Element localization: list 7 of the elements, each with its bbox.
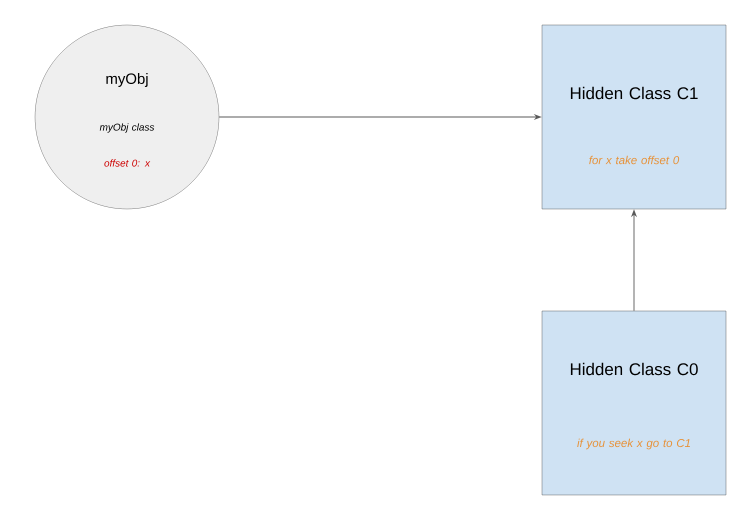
node-title: Hidden Class C0 — [570, 362, 698, 376]
node-title: Hidden Class C1 — [570, 86, 698, 100]
node-note: for x take offset 0 — [589, 156, 680, 164]
node-note: offset 0: x — [104, 159, 150, 167]
node-note: if you seek x go to C1 — [577, 438, 690, 450]
node-note: myObj class — [100, 123, 154, 133]
node-title: myObj — [106, 73, 148, 87]
